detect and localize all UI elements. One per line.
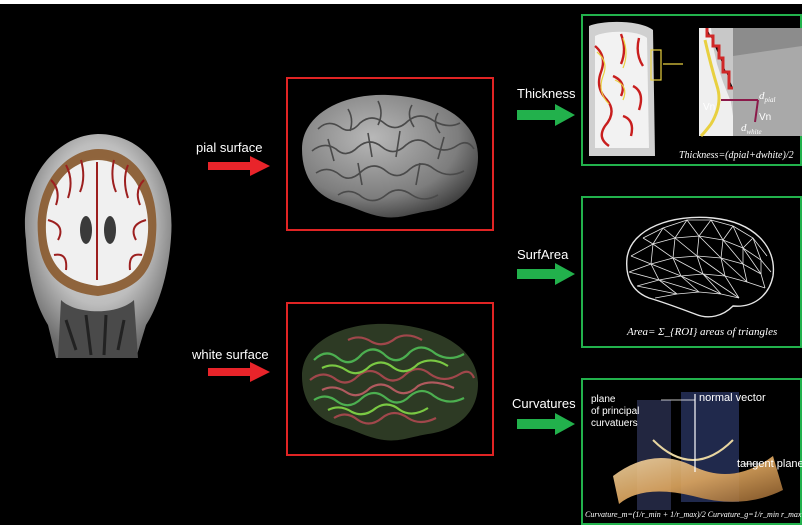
pial-surface-label: pial surface: [196, 140, 262, 155]
white-red-arrow: [208, 362, 270, 382]
plane-label-line1: plane: [591, 394, 615, 405]
vn-left-label: Vn: [703, 102, 715, 113]
white-brain-render: [288, 304, 492, 454]
white-surface-box: [286, 302, 494, 456]
surfarea-formula: Area= Σ_{ROI} areas of triangles: [627, 326, 777, 338]
thickness-panel: Vn Vn dpial dwhite Thickness=(dpial+dwhi…: [581, 14, 802, 166]
d-pial-label: dpial: [759, 90, 775, 104]
white-surface-label: white surface: [192, 347, 269, 362]
tangent-plane-label: tangent plane: [737, 458, 802, 470]
curvatures-label: Curvatures: [512, 396, 576, 411]
curvatures-green-arrow: [517, 413, 575, 435]
plane-label-line2: of principal: [591, 406, 639, 417]
surfarea-panel: Area= Σ_{ROI} areas of triangles: [581, 196, 802, 348]
plane-label-line3: curvatuers: [591, 418, 638, 429]
normal-vector-label: normal vector: [699, 392, 766, 404]
curvatures-panel: plane of principal curvatuers normal vec…: [581, 378, 802, 525]
surfarea-green-arrow: [517, 263, 575, 285]
thickness-green-arrow: [517, 104, 575, 126]
curvature-formula: Curvature_m=(1/r_min + 1/r_max)/2 Curvat…: [585, 510, 801, 519]
surfarea-label: SurfArea: [517, 247, 568, 262]
top-border: [0, 0, 802, 4]
coronal-mri-slice: [6, 120, 186, 360]
thickness-label: Thickness: [517, 86, 576, 101]
curvature-illustration: [583, 380, 802, 525]
pial-brain-render: [288, 79, 492, 229]
pial-red-arrow: [208, 156, 270, 176]
pial-surface-box: [286, 77, 494, 231]
d-white-label: dwhite: [741, 122, 762, 136]
thickness-formula: Thickness=(dpial+dwhite)/2: [679, 150, 794, 161]
